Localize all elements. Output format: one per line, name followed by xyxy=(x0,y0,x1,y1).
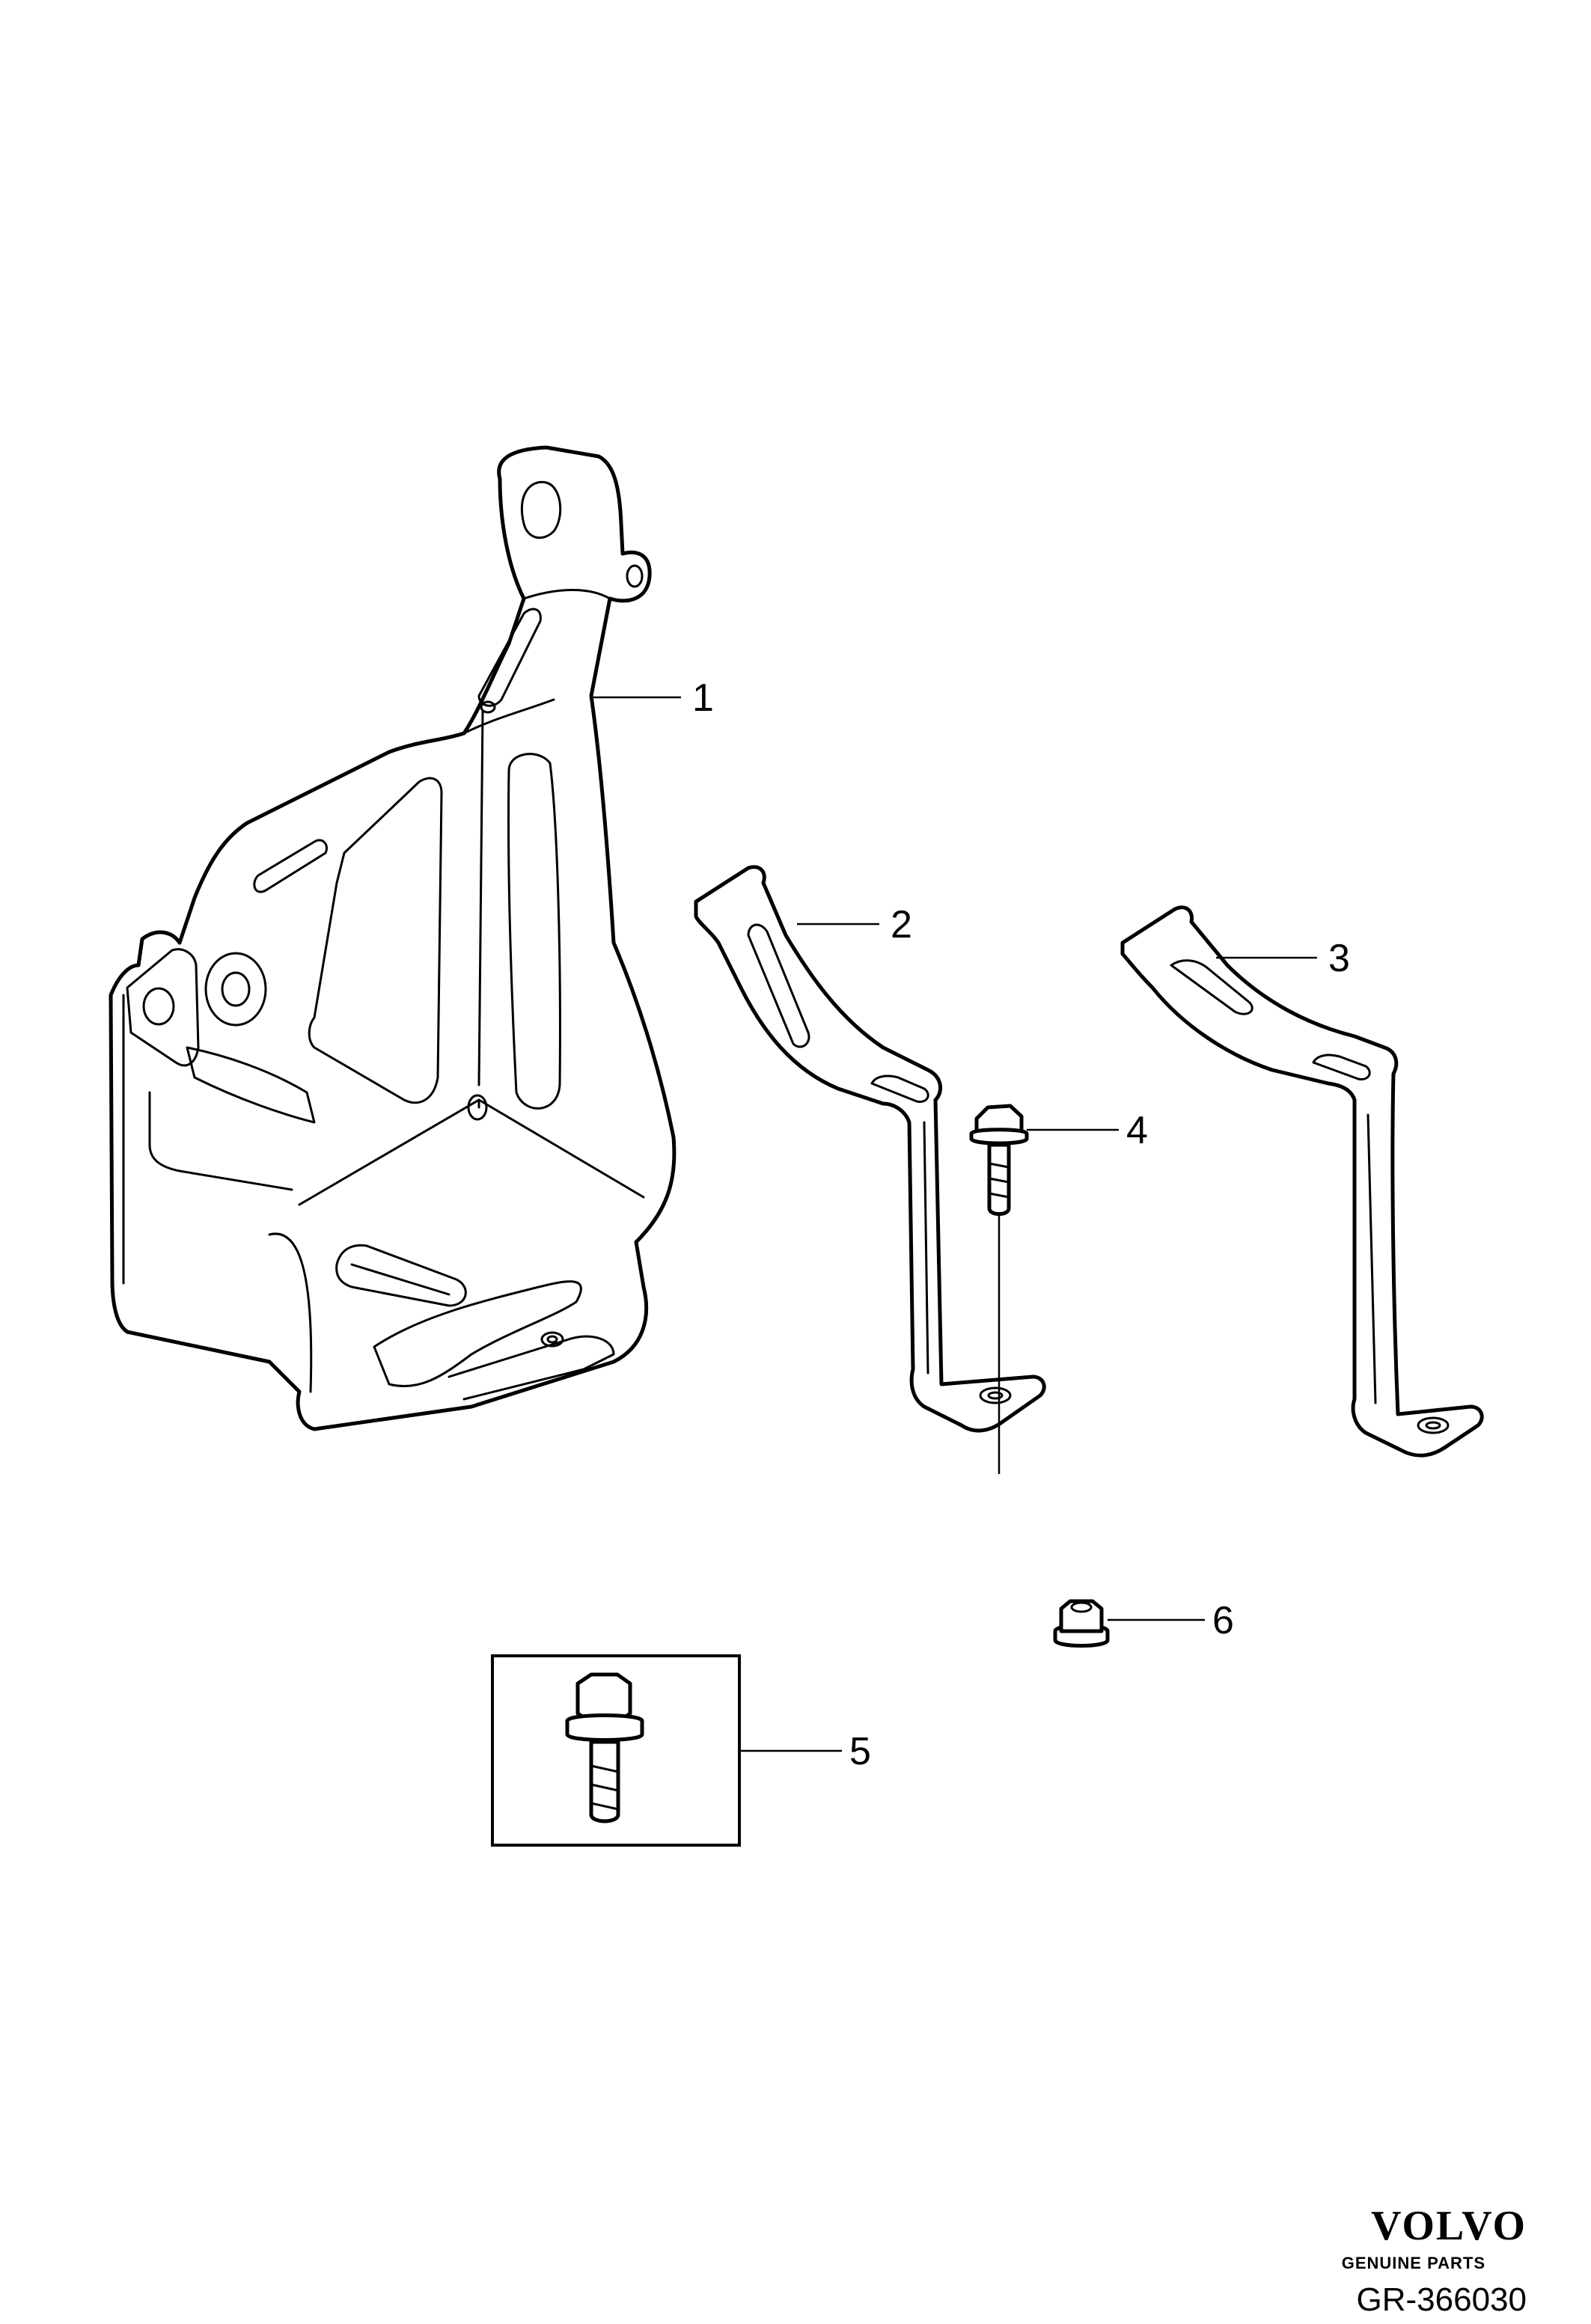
part-6-flange-nut xyxy=(1053,1599,1110,1648)
callout-2: 2 xyxy=(891,903,912,947)
part-3-strap-bracket xyxy=(1120,905,1484,1458)
callout-6: 6 xyxy=(1212,1599,1234,1642)
callout-5: 5 xyxy=(849,1730,871,1773)
part-1-main-bracket xyxy=(109,445,677,1431)
part-2-strap-bracket xyxy=(694,865,1046,1433)
part-5-bolt xyxy=(565,1672,644,1823)
callout-3: 3 xyxy=(1328,937,1350,980)
callout-1: 1 xyxy=(692,676,714,720)
brand-tagline: GENUINE PARTS xyxy=(1342,2254,1485,2272)
part-4-flange-bolt xyxy=(969,1104,1029,1474)
brand-logo: VOLVO xyxy=(1371,2203,1527,2249)
reference-code: GR-366030 xyxy=(1357,2281,1527,2318)
callout-4: 4 xyxy=(1126,1109,1148,1152)
